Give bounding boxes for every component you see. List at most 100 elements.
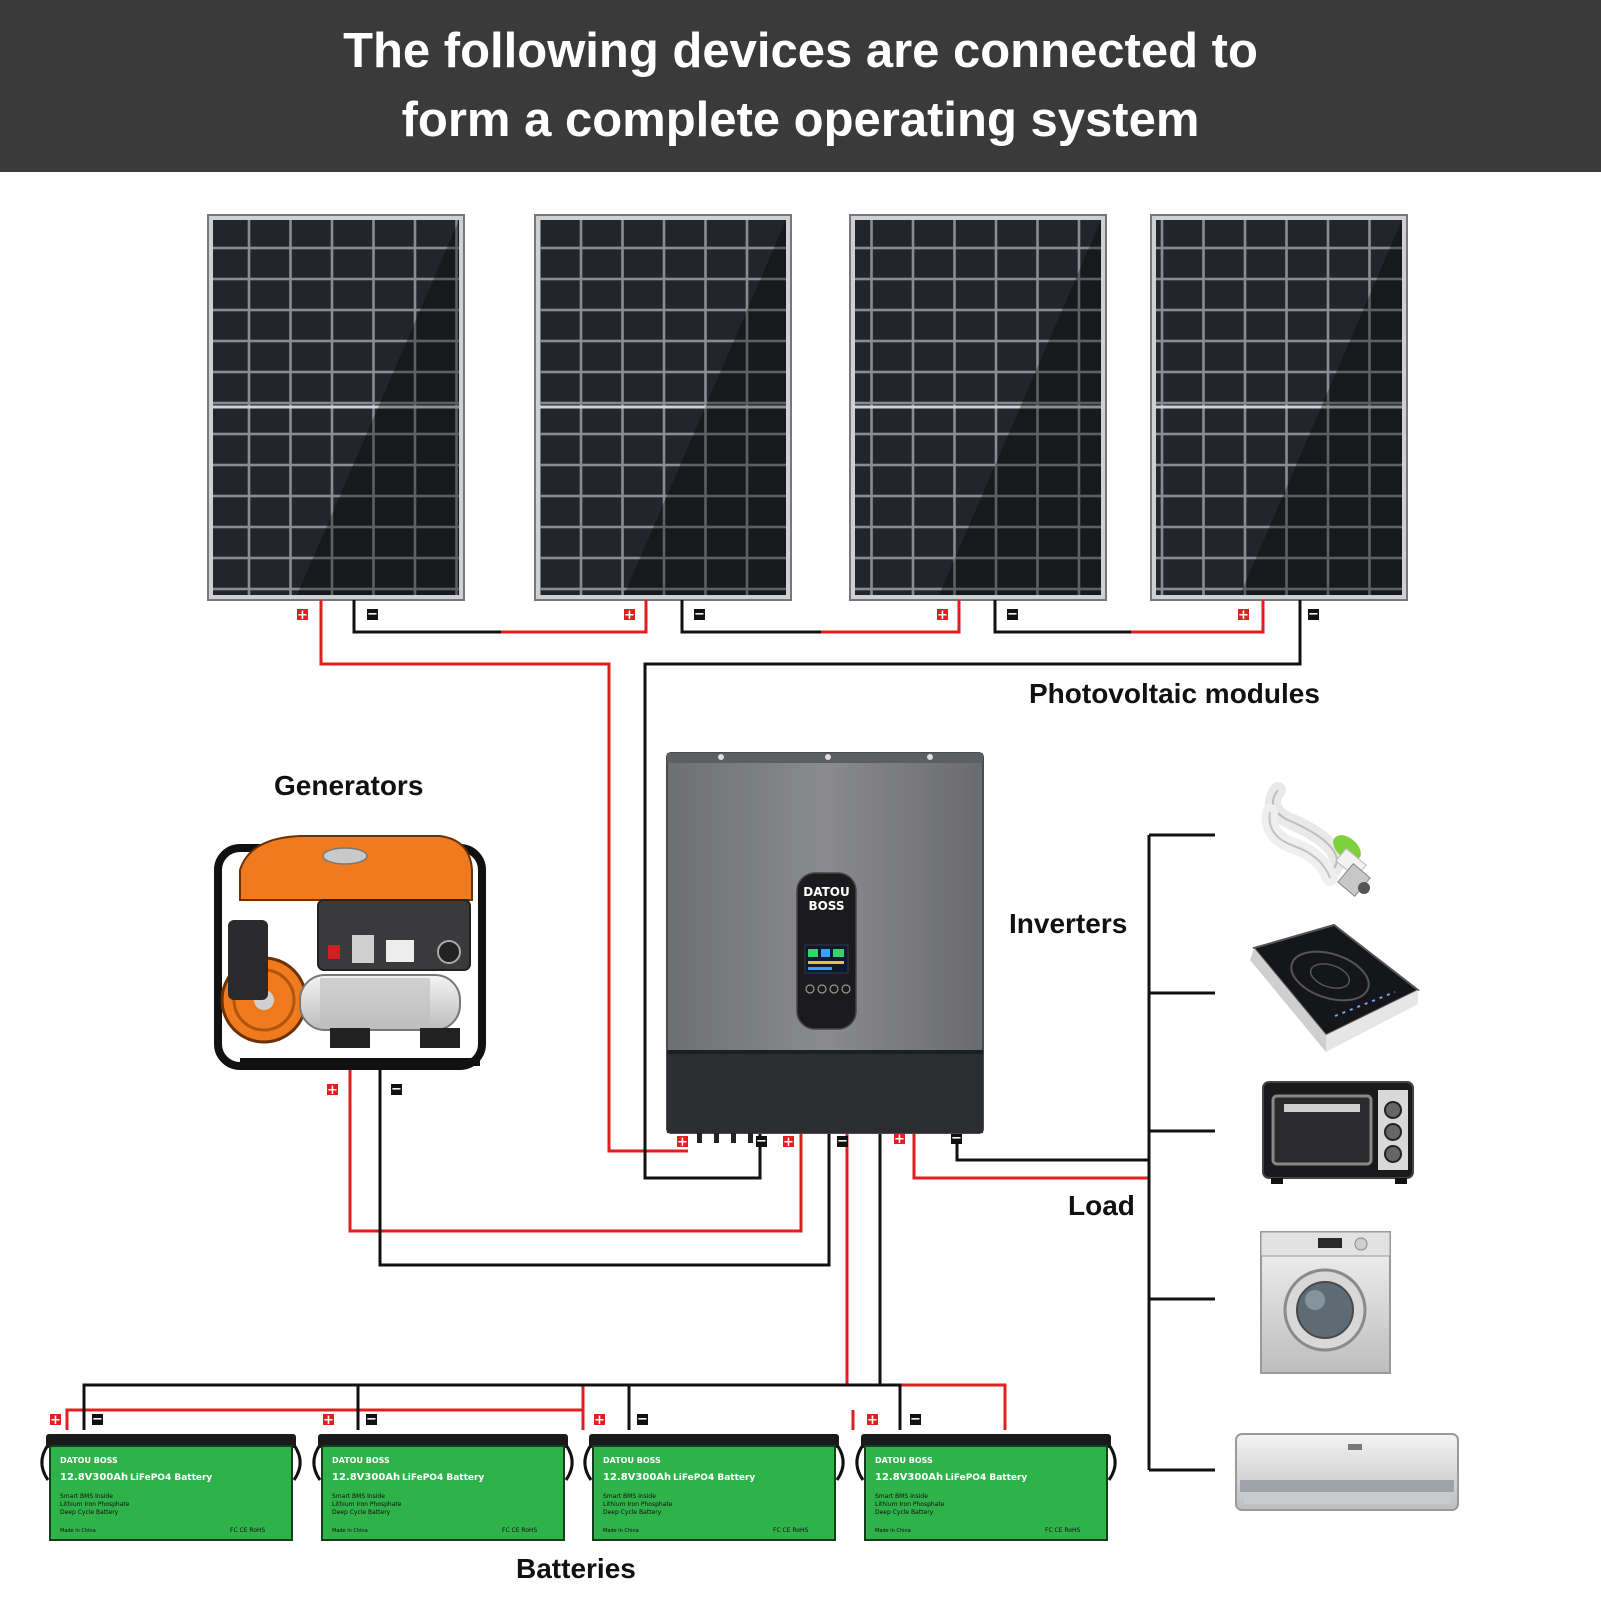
label-photovoltaic-modules: Photovoltaic modules bbox=[1029, 678, 1320, 709]
positive-terminal: + bbox=[677, 1135, 688, 1150]
svg-text:+: + bbox=[677, 1135, 688, 1150]
battery-brand: DATOU BOSS bbox=[603, 1456, 661, 1465]
negative-terminal: − bbox=[367, 607, 378, 622]
battery-icon: 12.8V300Ah LiFePO4 Battery DATOU BOSS Sm… bbox=[583, 1434, 845, 1541]
battery-chemistry: LiFePO4 Battery bbox=[402, 1473, 484, 1483]
positive-terminal: + bbox=[894, 1132, 905, 1147]
svg-text:+: + bbox=[937, 608, 948, 623]
battery-desc-3: Deep Cycle Battery bbox=[60, 1509, 119, 1516]
inverter: DATOU BOSS bbox=[666, 752, 984, 1143]
battery-desc-3: Deep Cycle Battery bbox=[603, 1509, 662, 1516]
svg-text:+: + bbox=[867, 1413, 878, 1428]
load-air-conditioner bbox=[1235, 1433, 1459, 1511]
svg-text:+: + bbox=[894, 1132, 905, 1147]
terminal-markers: + − + − + − + − + − + − + − + − + − + − … bbox=[50, 607, 1319, 1428]
svg-text:−: − bbox=[837, 1134, 848, 1149]
label-inverters: Inverters bbox=[1009, 908, 1128, 939]
battery-rating: 12.8V300Ah bbox=[603, 1472, 671, 1483]
battery-brand: DATOU BOSS bbox=[60, 1456, 118, 1465]
light-bulb-icon bbox=[1261, 782, 1371, 897]
solar-panel-icon bbox=[534, 214, 792, 601]
battery-desc-2: Lithium Iron Phosphate bbox=[332, 1501, 402, 1508]
load-light-bulb bbox=[1261, 782, 1371, 897]
battery-icon: 12.8V300Ah LiFePO4 Battery DATOU BOSS Sm… bbox=[312, 1434, 574, 1541]
negative-terminal: − bbox=[910, 1412, 921, 1427]
svg-text:+: + bbox=[327, 1083, 338, 1098]
svg-text:+: + bbox=[783, 1135, 794, 1150]
solar-panel-2 bbox=[534, 214, 792, 601]
generator bbox=[214, 835, 486, 1070]
load-induction-cooker bbox=[1250, 923, 1420, 1052]
positive-terminal: + bbox=[297, 608, 308, 623]
svg-text:−: − bbox=[1007, 607, 1018, 622]
battery-origin: Made in China bbox=[603, 1528, 639, 1534]
battery-desc-1: Smart BMS Inside bbox=[875, 1493, 928, 1500]
inverter-screen bbox=[804, 944, 849, 974]
solar-panel-icon bbox=[207, 214, 465, 601]
positive-terminal: + bbox=[624, 608, 635, 623]
battery-desc-1: Smart BMS Inside bbox=[332, 1493, 385, 1500]
negative-terminal: − bbox=[92, 1412, 103, 1427]
battery-chemistry: LiFePO4 Battery bbox=[130, 1473, 212, 1483]
battery-chemistry: LiFePO4 Battery bbox=[945, 1473, 1027, 1483]
negative-terminal: − bbox=[694, 607, 705, 622]
positive-terminal: + bbox=[323, 1413, 334, 1428]
header-title-line2: form a complete operating system bbox=[401, 93, 1200, 147]
solar-panel-4 bbox=[1150, 214, 1408, 601]
battery-desc-1: Smart BMS Inside bbox=[60, 1493, 113, 1500]
svg-text:+: + bbox=[1238, 608, 1249, 623]
solar-panel-icon bbox=[849, 214, 1107, 601]
header-title-line1: The following devices are connected to bbox=[343, 24, 1258, 78]
positive-wires bbox=[65, 600, 1265, 1430]
solar-panel-3 bbox=[849, 214, 1107, 601]
battery-3: 12.8V300Ah LiFePO4 Battery DATOU BOSS Sm… bbox=[583, 1434, 845, 1541]
air-conditioner-icon bbox=[1235, 1433, 1459, 1511]
negative-terminal: − bbox=[837, 1134, 848, 1149]
positive-terminal: + bbox=[327, 1083, 338, 1098]
solar-panel-icon bbox=[1150, 214, 1408, 601]
battery-2: 12.8V300Ah LiFePO4 Battery DATOU BOSS Sm… bbox=[312, 1434, 574, 1541]
generator-icon bbox=[214, 835, 486, 1070]
induction-cooker-icon bbox=[1250, 923, 1420, 1052]
svg-text:−: − bbox=[910, 1412, 921, 1427]
header-banner: The following devices are connected to f… bbox=[0, 0, 1601, 172]
negative-terminal: − bbox=[366, 1412, 377, 1427]
negative-terminal: − bbox=[1308, 607, 1319, 622]
battery-certs: FC CE RoHS bbox=[773, 1527, 809, 1534]
label-batteries: Batteries bbox=[516, 1553, 636, 1584]
positive-terminal: + bbox=[594, 1413, 605, 1428]
battery-origin: Made in China bbox=[875, 1528, 911, 1534]
battery-desc-1: Smart BMS Inside bbox=[603, 1493, 656, 1500]
load-washing-machine bbox=[1260, 1231, 1391, 1374]
negative-terminal: − bbox=[391, 1082, 402, 1097]
svg-text:−: − bbox=[92, 1412, 103, 1427]
solar-panel-1 bbox=[207, 214, 465, 601]
negative-terminal: − bbox=[637, 1412, 648, 1427]
svg-text:−: − bbox=[756, 1134, 767, 1149]
negative-terminal: − bbox=[951, 1131, 962, 1146]
label-load: Load bbox=[1068, 1190, 1135, 1221]
positive-terminal: + bbox=[783, 1135, 794, 1150]
battery-desc-2: Lithium Iron Phosphate bbox=[60, 1501, 130, 1508]
svg-text:+: + bbox=[594, 1413, 605, 1428]
washing-machine-icon bbox=[1260, 1231, 1391, 1374]
battery-brand: DATOU BOSS bbox=[875, 1456, 933, 1465]
inverter-brand-line1: DATOU bbox=[803, 885, 849, 899]
positive-terminal: + bbox=[50, 1413, 61, 1428]
negative-wires bbox=[82, 600, 1302, 1472]
svg-text:−: − bbox=[367, 607, 378, 622]
svg-text:+: + bbox=[50, 1413, 61, 1428]
battery-chemistry: LiFePO4 Battery bbox=[673, 1473, 755, 1483]
svg-text:−: − bbox=[391, 1082, 402, 1097]
battery-desc-3: Deep Cycle Battery bbox=[332, 1509, 391, 1516]
negative-terminal: − bbox=[1007, 607, 1018, 622]
negative-terminal: − bbox=[756, 1134, 767, 1149]
battery-1: 12.8V300Ah LiFePO4 Battery DATOU BOSS Sm… bbox=[40, 1434, 302, 1541]
battery-desc-2: Lithium Iron Phosphate bbox=[875, 1501, 945, 1508]
inverter-icon: DATOU BOSS bbox=[666, 752, 984, 1143]
battery-4: 12.8V300Ah LiFePO4 Battery DATOU BOSS Sm… bbox=[855, 1434, 1117, 1541]
svg-text:+: + bbox=[323, 1413, 334, 1428]
battery-certs: FC CE RoHS bbox=[1045, 1527, 1081, 1534]
battery-icon: 12.8V300Ah LiFePO4 Battery DATOU BOSS Sm… bbox=[40, 1434, 302, 1541]
